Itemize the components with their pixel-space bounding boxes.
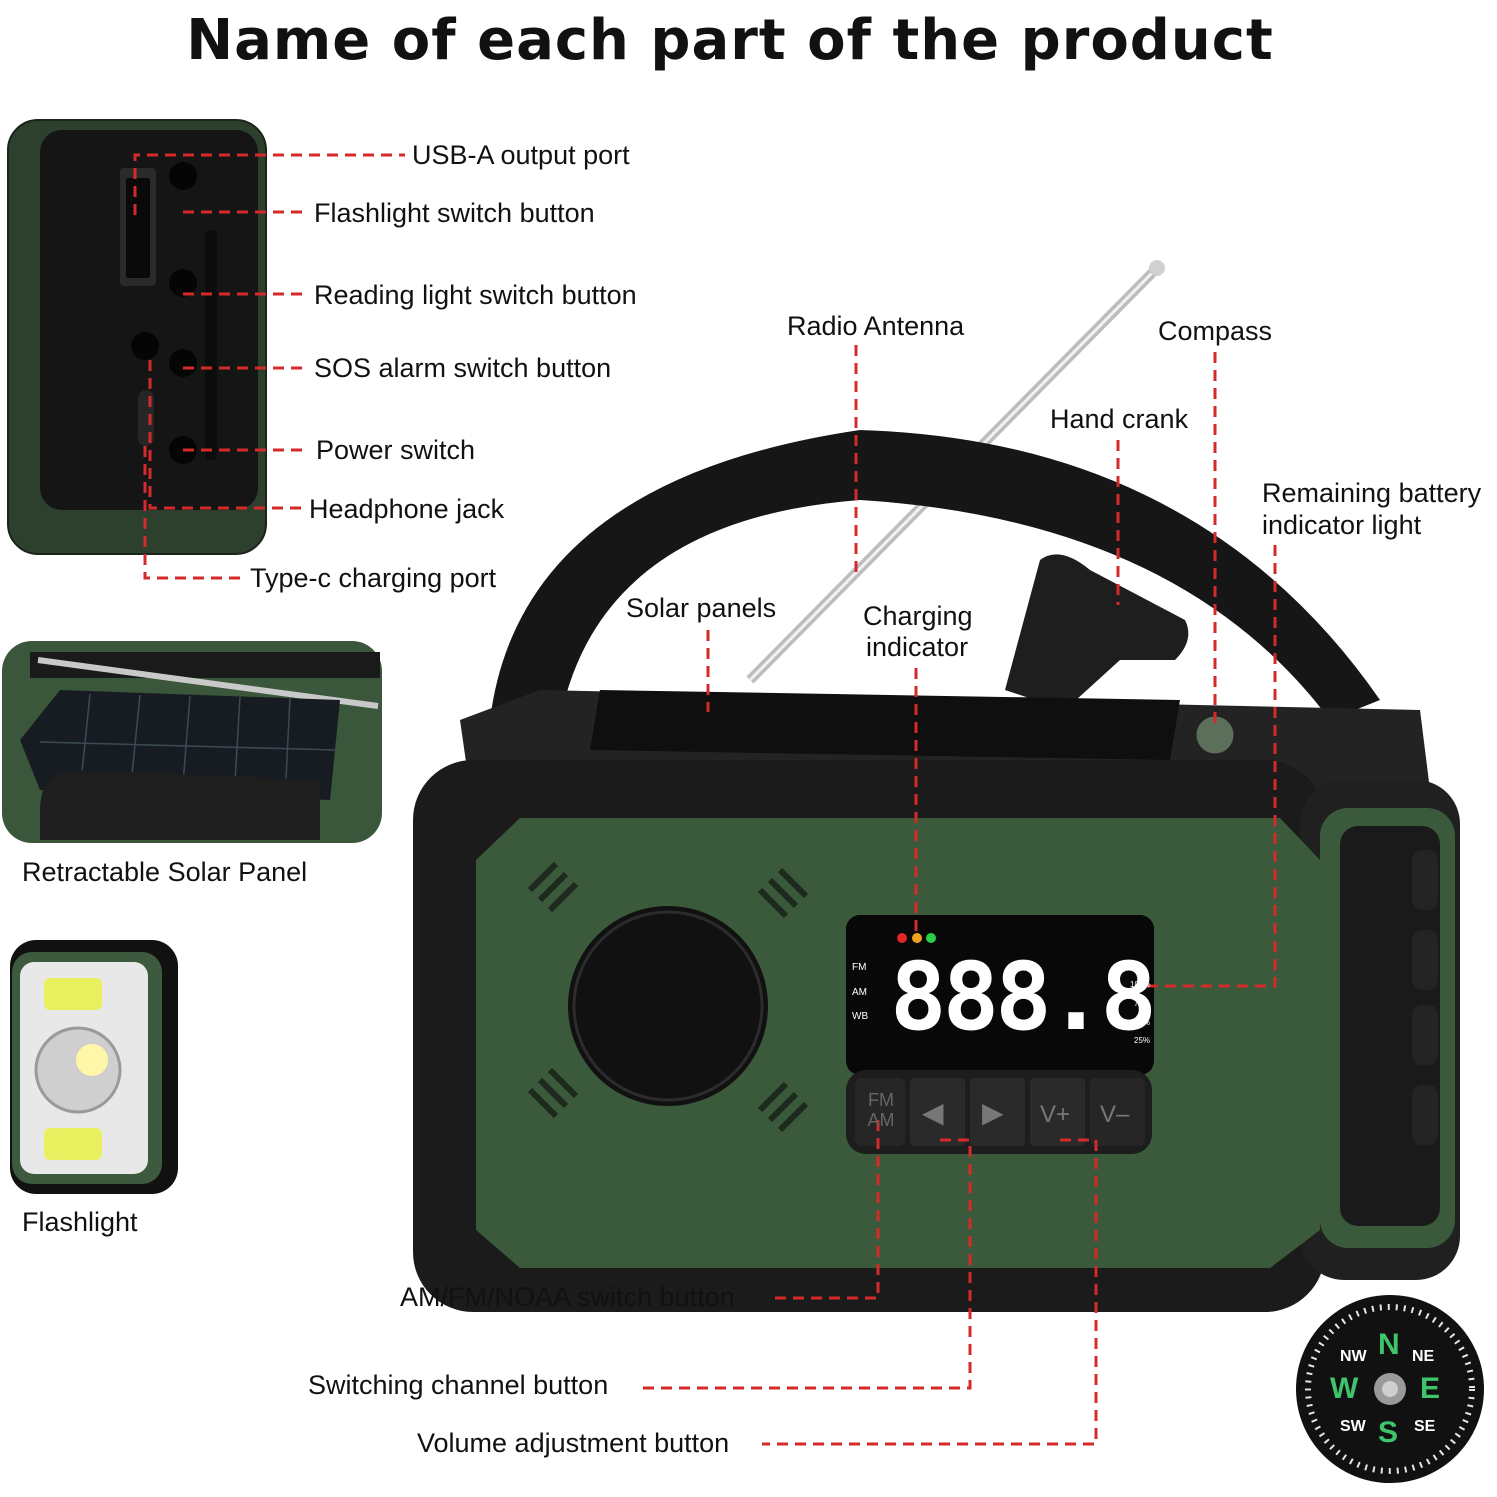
caption-solar-panel: Retractable Solar Panel: [22, 857, 308, 887]
label-solar-panels: Solar panels: [626, 593, 777, 623]
solar-panel-inset: [2, 641, 382, 843]
caption-flashlight: Flashlight: [22, 1207, 138, 1237]
led-lens-icon: [34, 1026, 122, 1114]
cob-light-bottom-icon: [44, 1128, 102, 1160]
compass-ne: NE: [1412, 1348, 1435, 1365]
compass-nw: NW: [1340, 1348, 1367, 1365]
type-c-port: [138, 390, 154, 446]
label-headphone-jack: Headphone jack: [309, 494, 505, 524]
lcd-band-fm: FM: [852, 962, 867, 973]
label-battery-indicator-2: indicator light: [1262, 510, 1422, 540]
lcd-digits: 888.8: [890, 943, 1157, 1052]
flashlight-inset: [10, 940, 178, 1194]
compass-n: N: [1378, 1328, 1400, 1361]
next-channel-button[interactable]: ▶: [982, 1097, 1004, 1128]
label-compass: Compass: [1158, 316, 1273, 346]
band-button[interactable]: FM AM: [867, 1090, 895, 1130]
prev-channel-button[interactable]: ◀: [922, 1097, 944, 1128]
label-sos-switch: SOS alarm switch button: [314, 353, 612, 383]
sos-button-icon: [169, 349, 197, 377]
label-battery-indicator-1: Remaining battery: [1262, 478, 1482, 508]
volume-down-button[interactable]: V–: [1100, 1101, 1130, 1128]
label-channel-button: Switching channel button: [308, 1370, 609, 1400]
label-reading-light-switch: Reading light switch button: [314, 280, 637, 310]
label-hand-crank: Hand crank: [1050, 404, 1189, 434]
carry-handle: [490, 430, 1380, 720]
cob-light-top-icon: [44, 978, 102, 1010]
label-power-switch: Power switch: [316, 435, 476, 465]
label-usb-a-port: USB-A output port: [412, 140, 630, 170]
lcd-band-am: AM: [852, 987, 867, 998]
lcd-display: [846, 915, 1154, 1075]
hand-crank: [1005, 554, 1189, 710]
label-radio-antenna: Radio Antenna: [787, 311, 965, 341]
lcd-battery-75: 75%: [1134, 999, 1151, 1008]
volume-up-button[interactable]: V+: [1040, 1101, 1071, 1128]
lcd-battery-100: 100%: [1130, 980, 1151, 989]
label-type-c-port: Type-c charging port: [250, 563, 497, 593]
solar-panel-top: [590, 690, 1180, 760]
headphone-jack-icon: [131, 332, 159, 360]
label-charging-indicator-2: indicator: [866, 632, 969, 662]
label-volume-button: Volume adjustment button: [417, 1428, 730, 1458]
side-panel-inset: [7, 119, 267, 555]
radio-body: [413, 260, 1460, 1312]
lcd-band-wb: WB: [852, 1011, 869, 1022]
compass-w: W: [1330, 1372, 1359, 1405]
leader-lines: [133, 153, 1277, 1446]
label-flashlight-switch: Flashlight switch button: [314, 198, 595, 228]
compass-se: SE: [1414, 1418, 1436, 1435]
compass-s: S: [1378, 1416, 1399, 1449]
label-charging-indicator-1: Charging: [863, 601, 973, 631]
lcd-battery-25: 25%: [1134, 1036, 1151, 1045]
compass-detail: [1296, 1295, 1484, 1483]
flashlight-button-icon: [169, 162, 197, 190]
speaker: [568, 906, 768, 1106]
compass-sw: SW: [1340, 1418, 1366, 1435]
reading-light-button-icon: [169, 269, 197, 297]
lcd-battery-50: 50%: [1134, 1018, 1151, 1027]
compass-e: E: [1420, 1372, 1441, 1405]
page-title: Name of each part of the product: [186, 8, 1274, 73]
label-band-switch: AM/FM/NOAA switch button: [400, 1282, 735, 1312]
